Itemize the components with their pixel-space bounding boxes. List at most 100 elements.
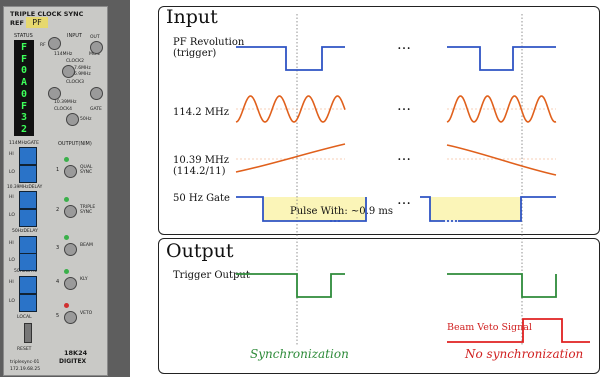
module-photo: TRIPLE CLOCK SYNC REF PF STATUS F F 0 A … [0,0,130,377]
gate-label: GATE [90,107,102,112]
signal-label-pf: PF Revolution (trigger) [173,37,244,59]
status-display [14,40,34,136]
delay-1039-label: 10.39MHzDELAY [7,185,43,190]
bnc-connector[interactable] [66,113,79,126]
ellipsis: … [397,192,412,208]
output-bnc-connector[interactable] [64,205,77,218]
trigger-output-label: Trigger Output [173,270,250,281]
output-title: Output [166,240,234,262]
hi-label: HI [9,241,14,246]
module-front-panel: TRIPLE CLOCK SYNC REF PF STATUS F F 0 A … [3,6,108,376]
output-number: 4 [56,279,60,285]
clock-1039-waveform-nosync [446,144,557,176]
freq-7-6-label: 7.6MHz [74,66,91,71]
rotary-switch[interactable] [19,276,37,294]
freq-50hz-label: 50Hz [80,117,92,122]
rotary-switch[interactable] [19,253,37,271]
output-led [64,197,69,202]
display-char: 3 [20,112,28,124]
display-char: 2 [20,123,28,135]
hi-label: HI [9,195,14,200]
ip-label: 172.19.68.25 [10,367,41,372]
output-number: 2 [56,207,60,213]
local-toggle-switch[interactable] [24,323,32,343]
display-char: F [20,42,28,53]
signal-label-pf-line1: PF Revolution [173,37,245,48]
rotary-switch[interactable] [19,209,37,227]
clock-114-waveform-nosync [446,95,557,123]
signal-label-1039-line2: (114.2/11) [173,166,226,177]
trigger-output-waveform-nosync [447,273,557,298]
signal-label-1039: 10.39 MHz (114.2/11) [173,155,229,177]
output-led [64,235,69,240]
ellipsis: … [397,98,412,114]
hostname-label: triplesync-01 [10,360,40,365]
caption-no-synchronization: No synchronization [465,347,584,361]
input-header: INPUT [67,33,82,39]
out-label: OUT [90,35,100,40]
output-bnc-connector[interactable] [64,311,77,324]
signal-label-114: 114.2 MHz [173,107,230,118]
lo-label: LO [9,170,15,175]
gate-waveform-sync [236,196,367,222]
output-number: 5 [56,313,60,319]
pf-trigger-waveform-sync [236,46,345,71]
ref-badge: PF [26,17,48,28]
output-bnc-connector[interactable] [64,277,77,290]
output-led [64,269,69,274]
local-label: LOCAL [17,315,32,320]
caption-synchronization: Synchronization [250,347,349,361]
signal-label-1039-line1: 10.39 MHz [173,155,230,166]
bnc-connector[interactable] [90,87,103,100]
output-number: 3 [56,245,60,251]
output-led [64,157,69,162]
clock2-label: CLOCK2 [66,59,84,64]
output-name: TRIPLE SYNC [80,205,96,215]
output-name: VETO [80,311,93,316]
rotary-switch[interactable] [19,165,37,183]
gate-pulse-fill-nosync [430,197,521,221]
delay-50hz-label: 50HzDELAY [12,229,38,234]
output-name: BEAM [80,243,93,248]
freq-114-label: 114MHz [54,52,73,57]
signal-label-pf-line2: (trigger) [173,48,217,59]
output-name: KLY [80,277,88,282]
mon-label: MON [89,52,100,57]
rotary-switch[interactable] [19,147,37,165]
clock-114-waveform-sync [235,95,346,123]
module-title: TRIPLE CLOCK SYNC [10,10,84,18]
maker-label: DIGITEX [59,358,87,365]
output-number: 1 [56,167,60,173]
pulse-width-label: Pulse With: ~0.9 ms [290,206,393,217]
rotary-switch[interactable] [19,191,37,209]
beam-veto-label: Beam Veto Signal [447,322,532,333]
gate-pulse-fill-sync [263,197,366,221]
output-led [64,303,69,308]
rotary-switch[interactable] [19,294,37,312]
output-panel [158,238,600,374]
reset-label: RESET [17,347,32,352]
signal-label-gate: 50 Hz Gate [173,193,230,204]
bnc-connector[interactable] [48,37,61,50]
input-title: Input [166,6,218,28]
output-bnc-connector[interactable] [64,165,77,178]
output-name: QUAL SYNC [80,165,93,175]
gate-50hz-label: 50HzGATE [14,269,38,274]
status-label: STATUS [14,33,33,39]
hi-label: HI [9,280,14,285]
lo-label: LO [9,213,15,218]
ellipsis: … [397,148,412,164]
clock4-label: CLOCK4 [54,107,72,112]
bnc-connector[interactable] [62,65,75,78]
display-char: A [20,77,28,89]
output-bnc-connector[interactable] [64,243,77,256]
display-char: 0 [20,88,28,100]
freq-6-9-label: 6.9MHz [74,72,91,77]
trigger-output-waveform-sync [236,273,345,298]
bnc-connector[interactable] [48,87,61,100]
model-label: 18K24 [64,349,88,357]
pf-trigger-waveform-nosync [447,46,556,71]
display-char: F [20,100,28,112]
bnc-connector[interactable] [90,41,103,54]
